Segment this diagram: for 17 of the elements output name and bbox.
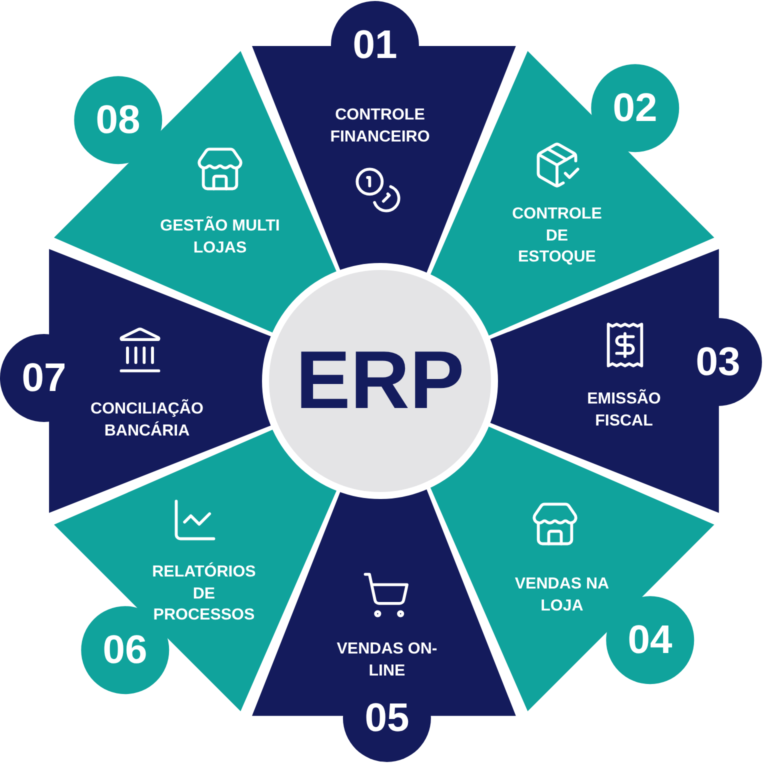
step-number: 07 bbox=[22, 358, 66, 398]
segment-title: RELATÓRIOS DE PROCESSOS bbox=[151, 562, 257, 626]
step-number: 03 bbox=[696, 342, 740, 382]
step-number: 02 bbox=[612, 88, 658, 128]
segment-title: CONCILIAÇÃO BANCÁRIA bbox=[90, 398, 204, 441]
center-title: ERP bbox=[296, 340, 464, 422]
segment-title: GESTÃO MULTI LOJAS bbox=[160, 215, 280, 258]
step-number: 05 bbox=[364, 698, 410, 738]
step-number: 01 bbox=[352, 25, 398, 65]
step-number: 04 bbox=[628, 620, 672, 660]
step-number: 06 bbox=[102, 630, 148, 670]
segment-title: EMISSÃO FISCAL bbox=[586, 388, 662, 431]
segment-title: CONTROLE FINANCEIRO bbox=[329, 105, 431, 147]
segment-title: CONTROLE DE ESTOQUE bbox=[511, 204, 603, 268]
segment-title: VENDAS NA LOJA bbox=[514, 574, 610, 616]
segment-title: VENDAS ON-LINE bbox=[336, 639, 438, 681]
step-number: 08 bbox=[96, 100, 140, 140]
